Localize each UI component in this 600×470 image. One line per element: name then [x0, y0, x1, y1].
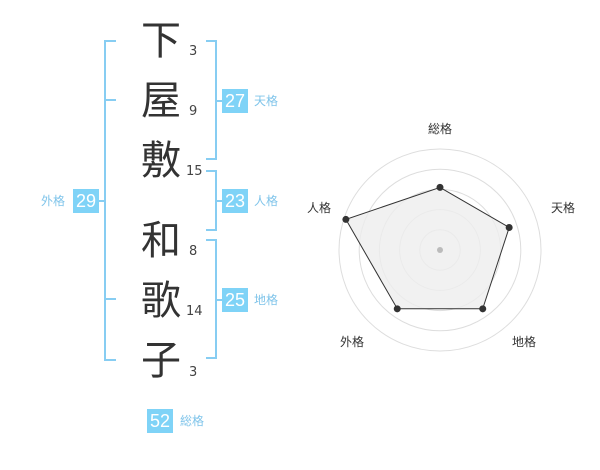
radar-axis-label-chikaku: 地格	[512, 335, 537, 349]
kanji-1: 下	[141, 18, 181, 64]
kanji-4: 和	[141, 218, 181, 264]
radar-point-4	[393, 305, 401, 313]
gaikaku-label: 外格	[41, 194, 66, 208]
chikaku-label: 地格	[254, 293, 279, 307]
kanji-6: 子	[141, 338, 181, 384]
radar-point-1	[436, 183, 444, 191]
stroke-count-1: 3	[189, 44, 198, 59]
kanji-5: 歌	[141, 278, 181, 324]
tenkaku-score-badge: 27	[222, 89, 248, 113]
jinkaku-score-badge: 23	[222, 189, 248, 213]
kanji-3: 敷	[141, 138, 181, 184]
chikaku-score-badge: 25	[222, 288, 248, 312]
radar-axis-label-jinkaku: 人格	[307, 201, 332, 215]
radar-ring-2	[358, 168, 522, 332]
radar-value-polygon	[345, 186, 510, 310]
tenkaku-label: 天格	[254, 94, 279, 108]
stroke-count-3: 15	[186, 164, 203, 179]
soukaku-score-badge: 52	[147, 409, 173, 433]
radar-ring-1	[338, 148, 542, 352]
radar-center-dot	[437, 247, 443, 253]
radar-axis-label-soukaku: 総格	[428, 122, 453, 136]
stroke-count-4: 8	[189, 244, 198, 259]
stroke-count-5: 14	[186, 304, 203, 319]
kanji-2: 屋	[141, 78, 181, 124]
radar-point-5	[342, 215, 350, 223]
radar-point-2	[505, 224, 513, 232]
radar-axis-label-tenkaku: 天格	[551, 201, 576, 215]
gaikaku-score-badge: 29	[73, 189, 99, 213]
jinkaku-label: 人格	[254, 194, 279, 208]
radar-point-3	[479, 305, 487, 313]
stroke-count-6: 3	[189, 365, 198, 380]
radar-axis-label-gaikaku: 外格	[340, 335, 365, 349]
soukaku-label: 総格	[180, 414, 205, 428]
stroke-count-2: 9	[189, 104, 198, 119]
